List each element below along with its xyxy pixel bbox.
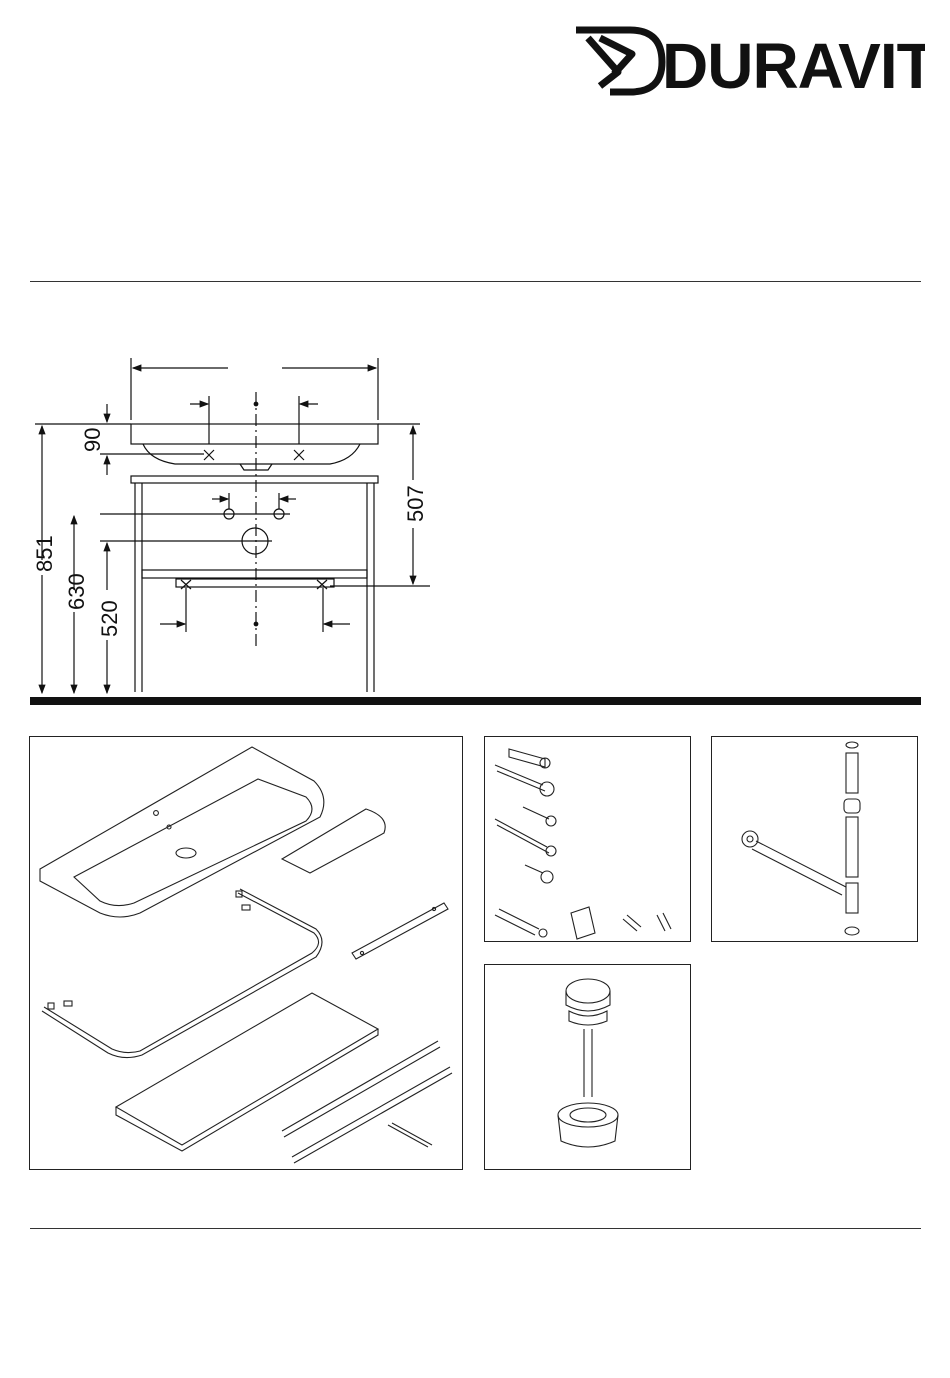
duravit-logo: DURAVIT bbox=[570, 12, 925, 100]
footer-rule bbox=[30, 1228, 921, 1229]
tube-low-icon bbox=[846, 883, 858, 913]
screw-short-icon bbox=[525, 865, 543, 873]
rod-icon bbox=[282, 1041, 440, 1137]
parts-box-siphon bbox=[711, 736, 918, 942]
tube-mid-icon bbox=[846, 817, 858, 877]
dim-630: 630 bbox=[64, 573, 89, 610]
cam-lock-icon bbox=[571, 907, 595, 939]
header-rule bbox=[30, 281, 921, 282]
seal-ring-icon bbox=[846, 742, 858, 748]
flange-icon bbox=[558, 1103, 618, 1127]
frame-rail-icon bbox=[44, 893, 319, 1053]
dim-507: 507 bbox=[403, 485, 428, 522]
dowel-icon bbox=[509, 749, 545, 767]
basin-exploded-view bbox=[30, 737, 462, 1169]
shelf-icon bbox=[116, 993, 378, 1145]
anchor-bolt-icon bbox=[495, 909, 539, 935]
nut-icon bbox=[844, 799, 860, 813]
cap-icon bbox=[845, 927, 859, 935]
fixings-set bbox=[485, 737, 690, 941]
outlet-pipe-icon bbox=[752, 841, 846, 895]
tube-top-icon bbox=[846, 753, 858, 793]
threaded-rod-icon bbox=[584, 1029, 592, 1097]
bracket-icon bbox=[352, 903, 448, 959]
dim-851: 851 bbox=[32, 535, 57, 572]
pin-icon bbox=[623, 915, 641, 931]
parts-box-fixings bbox=[484, 736, 691, 942]
hook-icon bbox=[388, 1123, 432, 1147]
pin-2-icon bbox=[657, 913, 671, 931]
push-cap-icon bbox=[566, 979, 610, 1003]
parts-box-basin bbox=[29, 736, 463, 1170]
dim-520: 520 bbox=[97, 600, 122, 637]
floor-line bbox=[30, 697, 921, 705]
duravit-logo-mark-icon bbox=[576, 30, 662, 92]
dim-90: 90 bbox=[80, 428, 105, 452]
screw-small-icon bbox=[523, 807, 549, 819]
parts-box-waste-valve bbox=[484, 964, 691, 1170]
screw-large-icon bbox=[495, 765, 545, 791]
screw-long-icon bbox=[495, 819, 549, 853]
brand-name: DURAVIT bbox=[662, 30, 925, 100]
trap-cover-icon bbox=[282, 809, 385, 873]
wall-rosette-icon bbox=[742, 831, 758, 847]
siphon-set bbox=[712, 737, 917, 941]
technical-drawing: 851 630 520 90 507 bbox=[0, 340, 470, 700]
waste-valve bbox=[485, 965, 690, 1169]
basin-icon bbox=[40, 747, 324, 917]
